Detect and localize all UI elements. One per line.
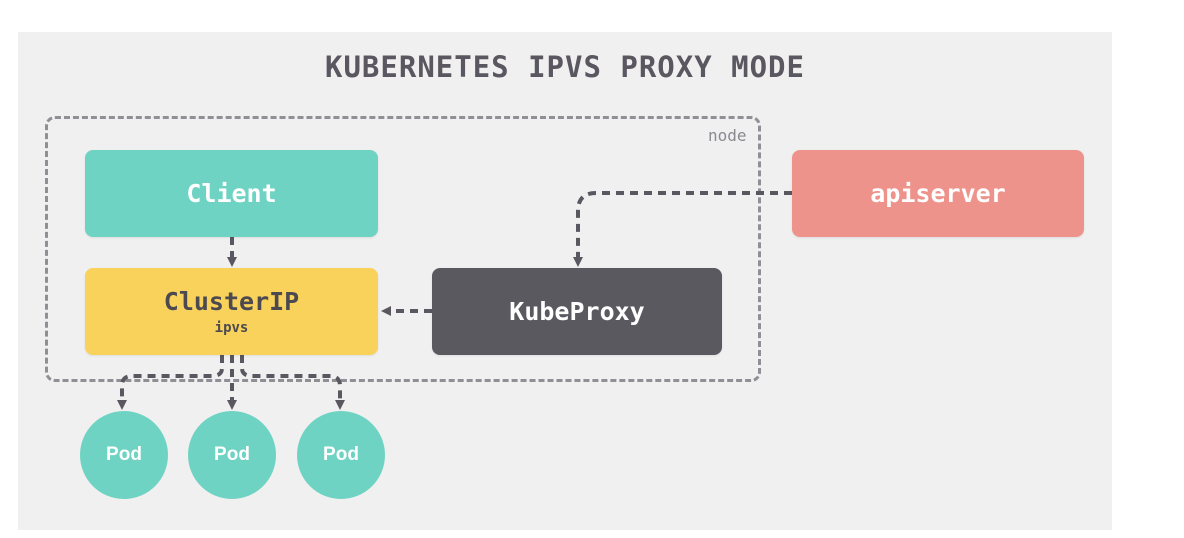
apiserver-to-kubeproxy-arrow (573, 191, 792, 267)
node-label: node (708, 126, 747, 145)
node-boundary (45, 116, 761, 382)
apiserver-box: apiserver (792, 150, 1084, 237)
clusterip-label: ClusterIP (163, 287, 300, 316)
client-label: Client (186, 179, 277, 208)
kubeproxy-box: KubeProxy (432, 268, 722, 355)
pod-label-1: Pod (106, 444, 142, 465)
apiserver-label: apiserver (870, 179, 1006, 208)
pod-circle-3: Pod (297, 411, 385, 499)
pod-circle-1: Pod (80, 411, 168, 499)
clusterip-sublabel: ipvs (214, 320, 249, 336)
client-box: Client (85, 150, 378, 237)
kubeproxy-label: KubeProxy (509, 297, 645, 326)
clusterip-to-pod3-arrow (240, 355, 345, 410)
clusterip-box: ClusterIP ipvs (85, 268, 378, 355)
clusterip-to-pod1-arrow (117, 355, 224, 410)
diagram-title: KUBERNETES IPVS PROXY MODE (325, 50, 805, 84)
pod-label-3: Pod (323, 444, 359, 465)
pod-label-2: Pod (214, 444, 250, 465)
pod-circle-2: Pod (188, 411, 276, 499)
